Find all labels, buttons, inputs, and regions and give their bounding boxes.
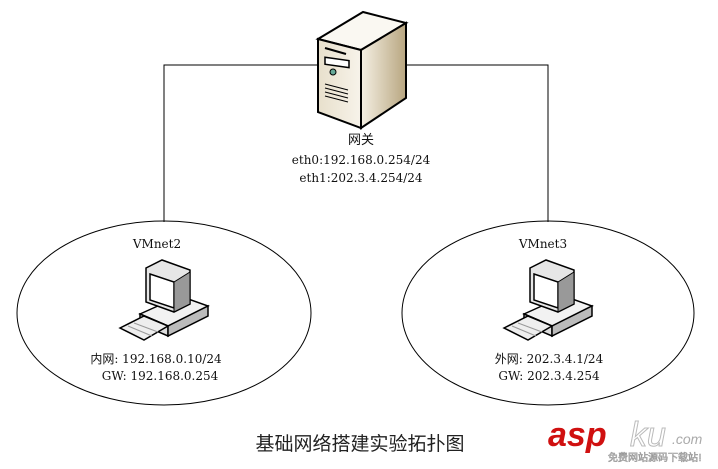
link-gateway-vmnet2 <box>163 64 318 222</box>
network-vmnet2-ellipse <box>16 220 312 406</box>
gateway-eth1: eth1:202.3.4.254/24 <box>299 171 423 185</box>
watermark-brand-a: asp <box>548 416 607 454</box>
vmnet3-ip: 外网: 202.3.4.1/24 <box>495 352 604 366</box>
vmnet2-name: VMnet2 <box>132 237 181 251</box>
vmnet2-gw: GW: 192.168.0.254 <box>102 369 219 383</box>
vmnet2-ip: 内网: 192.168.0.10/24 <box>90 352 222 366</box>
network-vmnet3-ellipse <box>401 220 695 406</box>
watermark-tagline: 免费网站源码下载站! <box>608 451 702 464</box>
vmnet3-gw: GW: 202.3.4.254 <box>498 369 600 383</box>
aspku-watermark-logo: asp ku .com 免费网站源码下载站! <box>548 416 703 465</box>
link-gateway-vmnet3 <box>405 64 549 222</box>
watermark-suffix: .com <box>672 431 703 447</box>
gateway-label: 网关 <box>348 133 374 148</box>
diagram-caption: 基础网络搭建实验拓扑图 <box>255 433 464 455</box>
pc-icon-vmnet2 <box>118 259 210 341</box>
gateway-eth0: eth0:192.168.0.254/24 <box>292 153 431 167</box>
watermark-brand-b: ku <box>630 416 666 454</box>
server-icon <box>315 10 409 130</box>
pc-icon-vmnet3 <box>503 259 593 341</box>
vmnet3-name: VMnet3 <box>518 237 567 251</box>
